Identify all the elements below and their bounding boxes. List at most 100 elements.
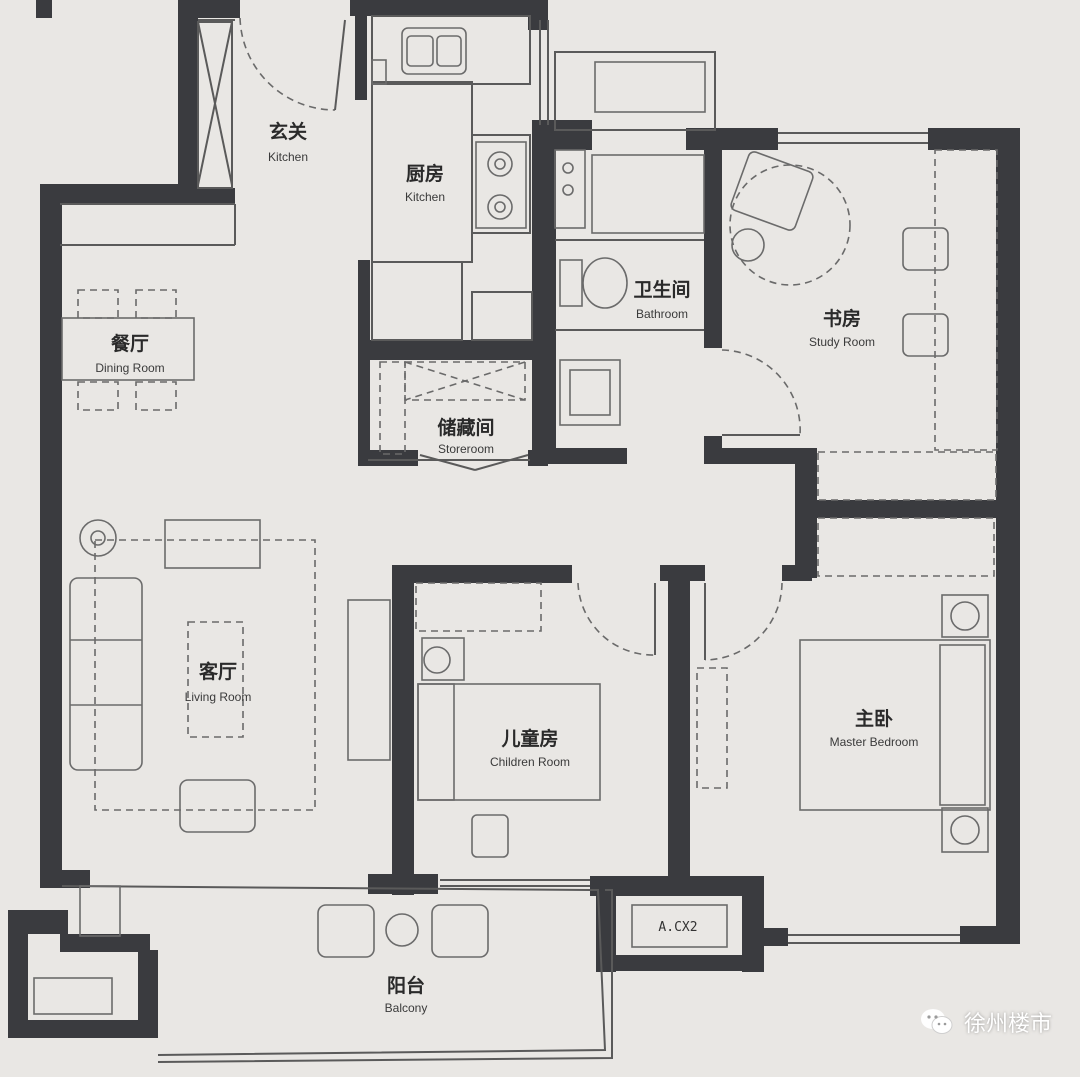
balcony-table	[385, 913, 419, 947]
children-door-swing	[577, 582, 656, 656]
side-cabinet	[347, 599, 391, 761]
study-label-zh: 书房	[823, 307, 861, 330]
lamp	[79, 519, 117, 557]
wall-bath-left	[532, 120, 556, 460]
wall-master-top	[812, 500, 1002, 518]
balcony-chair-left	[317, 904, 375, 958]
lounge-chair	[730, 151, 814, 231]
wall-top-stub	[36, 0, 52, 18]
kitchen-stove	[475, 141, 527, 229]
watermark: 徐州楼市	[920, 1006, 1052, 1038]
master-dresser	[696, 667, 728, 789]
ac-unit-left	[33, 977, 113, 1015]
ac-tag-label: A.CX2	[658, 920, 697, 935]
wall-hall-right	[795, 448, 817, 578]
wall-door-stub	[660, 565, 705, 581]
wall-study-bottom	[704, 448, 816, 464]
bathroom-label-zh: 卫生间	[633, 278, 690, 301]
storeroom-label-zh: 储藏间	[437, 416, 494, 439]
doors	[197, 17, 801, 661]
children-nightstand	[421, 637, 465, 681]
walls	[8, 0, 1020, 1038]
storeroom-label-en: Storeroom	[438, 442, 494, 456]
wall-foyer-bottom	[190, 188, 235, 204]
master-wardrobe	[817, 517, 995, 577]
dining-table	[61, 317, 195, 381]
wall-master-door-stub	[782, 565, 812, 581]
dining-label-zh: 餐厅	[111, 332, 149, 355]
wall-kitchen-bottom	[358, 340, 543, 360]
master-bed	[799, 639, 991, 811]
wall-bath-top-left	[532, 120, 592, 150]
master-label-en: Master Bedroom	[830, 735, 919, 749]
washer	[79, 885, 121, 937]
living-rug	[94, 539, 316, 811]
living-label-zh: 客厅	[199, 660, 237, 683]
foyer-cabinet	[197, 21, 233, 189]
wall-foyer-top	[180, 0, 240, 18]
wall-ac-top	[590, 876, 762, 896]
wall-west	[40, 184, 62, 884]
coffee-table	[187, 621, 244, 738]
study-door-swing	[721, 349, 801, 436]
wall-ac-right	[742, 876, 764, 972]
kitchen-label-zh: 厨房	[406, 162, 444, 185]
master-door-swing	[704, 582, 783, 661]
bathroom-label-en: Bathroom	[636, 307, 688, 321]
window-north-bay	[554, 51, 716, 131]
wechat-icon	[920, 1007, 954, 1037]
room-labels: 玄关 Kitchen 厨房 Kitchen 卫生间 Bathroom 书房 St…	[95, 120, 918, 1015]
wall-balcony-inner	[138, 950, 158, 1035]
wall-dining-top	[40, 184, 190, 204]
balcony-chair-right	[431, 904, 489, 958]
study-label-en: Study Room	[809, 335, 875, 349]
master-label-zh: 主卧	[855, 708, 893, 730]
wall-living-bottom	[40, 870, 90, 888]
wall-balcony-step	[60, 934, 150, 952]
shower	[591, 154, 705, 234]
storeroom-shelf	[404, 361, 526, 401]
wall-children-bottom-left	[368, 874, 438, 894]
kitchen-counter-top	[371, 15, 531, 85]
wall-balcony-left	[8, 910, 28, 1035]
wall-east	[996, 128, 1020, 943]
wall-study-top-left	[686, 128, 778, 150]
children-label-en: Children Room	[490, 755, 570, 769]
wall-balcony-bottom-left	[8, 1020, 158, 1038]
master-nightstand-top	[941, 594, 989, 638]
wall-foyer-left	[178, 0, 198, 204]
ac-unit-bottom	[631, 904, 728, 948]
wash-basin	[559, 359, 621, 426]
kitchen-sink	[401, 27, 467, 75]
wall-storeroom-bottom-left	[358, 450, 418, 466]
wall-ac-bottom	[596, 955, 764, 971]
kitchen-counter-right	[471, 134, 531, 234]
wall-master-bottom-stub	[760, 928, 788, 946]
ac-unit-top	[594, 61, 706, 113]
study-chair-area	[729, 164, 851, 286]
wall-kitchen-corner	[528, 0, 548, 30]
wall-children-right	[668, 565, 690, 885]
kitchen-cabinet	[371, 261, 463, 341]
study-desk	[934, 149, 998, 451]
sofa	[69, 577, 143, 771]
wall-children-top	[392, 565, 572, 583]
watermark-text: 徐州楼市	[963, 1012, 1052, 1037]
children-label-zh: 儿童房	[500, 727, 558, 750]
wall-kitchen-top	[350, 0, 530, 16]
wall-master-bottom-right	[960, 926, 1020, 944]
thin-lines	[60, 15, 960, 1063]
toilet	[582, 257, 628, 309]
foyer-door-swing	[239, 17, 336, 111]
armchair	[179, 779, 256, 833]
children-wardrobe	[415, 582, 542, 632]
dining-label-en: Dining Room	[95, 361, 164, 375]
foyer-label-zh: 玄关	[269, 120, 307, 143]
kitchen-shaft	[471, 291, 533, 341]
master-nightstand-bottom	[941, 807, 989, 853]
balcony-label-zh: 阳台	[387, 974, 425, 997]
wall-study-left	[704, 148, 722, 348]
balcony-label-en: Balcony	[385, 1001, 428, 1015]
